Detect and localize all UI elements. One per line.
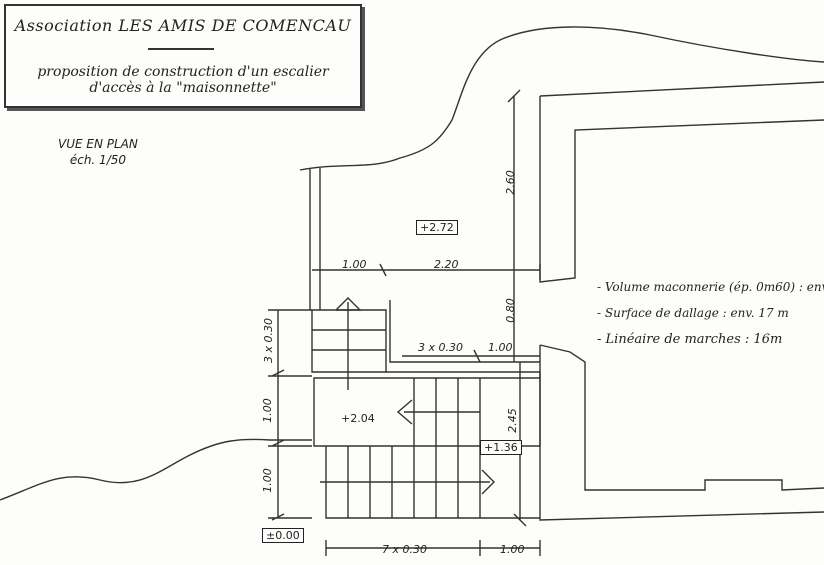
dim-line-left	[268, 309, 312, 521]
terrain-line-left	[0, 438, 312, 501]
dim-2-20: 2.20	[434, 258, 459, 271]
upper-landing	[311, 309, 387, 373]
level-upper: +2.72	[416, 220, 458, 235]
view-caption: VUE EN PLAN éch. 1/50	[58, 136, 138, 168]
title-rule	[148, 48, 214, 50]
level-middle: +2.04	[341, 412, 375, 425]
mid-landing	[386, 300, 541, 378]
dim-1-00-top: 1.00	[342, 258, 367, 271]
dim-line-bottom	[325, 540, 541, 556]
dim-1-00-bottom: 1.00	[500, 543, 525, 556]
dim-1-00-left-upper: 1.00	[260, 398, 274, 423]
note-volume: - Volume maconnerie (ép. 0m60) : env	[597, 280, 824, 294]
dim-3x030-vertical: 3 x 0.30	[262, 318, 275, 363]
dim-3x030-horizontal: 3 x 0.30	[418, 341, 463, 354]
dim-line-2-60	[507, 89, 521, 270]
arrow-left	[396, 399, 480, 425]
note-surface: - Surface de dallage : env. 17 m	[597, 306, 789, 320]
title-proposal: proposition de construction d'un escalie…	[6, 64, 360, 96]
dim-0-80: 0.80	[503, 298, 517, 323]
view-scale: éch. 1/50	[69, 153, 127, 167]
building-wall	[539, 81, 824, 521]
dim-7x030: 7 x 0.30	[382, 543, 427, 556]
title-proposal-line1: proposition de construction d'un escalie…	[37, 64, 329, 80]
dim-2-45: 2.45	[505, 408, 519, 433]
arrow-up	[335, 297, 362, 390]
title-proposal-line2: d'accès à la "maisonnette"	[89, 80, 277, 96]
dim-1-00-mid: 1.00	[488, 341, 513, 354]
arrow-right	[320, 469, 495, 495]
terrain-line-top	[299, 26, 824, 171]
view-name: VUE EN PLAN	[58, 137, 138, 151]
title-block: Association LES AMIS DE COMENCAU proposi…	[4, 4, 362, 108]
title-association: Association LES AMIS DE COMENCAU	[14, 16, 352, 35]
level-ground: ±0.00	[262, 528, 304, 543]
dim-line-mid	[402, 349, 540, 363]
dim-2-60: 2.60	[503, 170, 517, 195]
level-lower: +1.36	[480, 440, 522, 455]
dim-line-top	[312, 263, 541, 280]
dim-1-00-left-lower: 1.00	[260, 468, 274, 493]
note-steps: - Linéaire de marches : 16m	[597, 332, 783, 347]
railing	[309, 168, 321, 310]
